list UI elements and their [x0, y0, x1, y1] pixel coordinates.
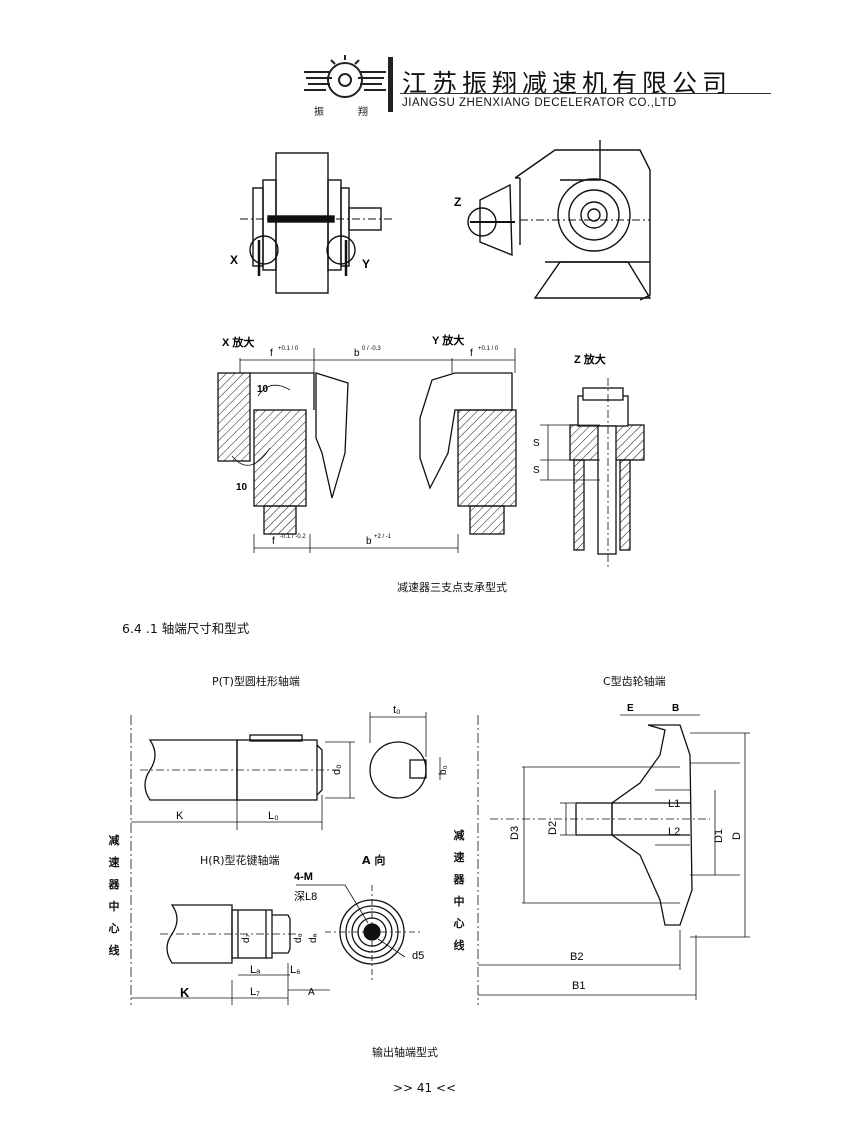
dim-l1: L1	[668, 798, 680, 810]
dim-b: B	[672, 703, 679, 714]
angle-label-bottom: 10	[236, 482, 248, 493]
dim-d1: D1	[713, 829, 725, 843]
dim-l0: L₀	[268, 810, 279, 822]
header-divider	[388, 57, 393, 112]
dim-f-top2-tol: +0.1 / 0	[478, 346, 499, 352]
label-z: Z	[454, 195, 461, 209]
header-rule	[400, 93, 771, 94]
angle-label-top: 10	[257, 384, 269, 395]
dim-l6: L₆	[290, 964, 301, 976]
label-y: Y	[362, 257, 370, 271]
reducer-overview-drawing: X Y Z	[230, 140, 652, 301]
c-shaft-title: C型齿轮轴端	[603, 675, 666, 688]
support-detail-drawing: X 放大 Y 放大 Z 放大 10 10 f +0.1 / 0 b 0 / -0…	[217, 333, 645, 568]
dim-b-top: b	[354, 348, 360, 359]
dim-f-top: f	[270, 348, 273, 359]
dim-t0: t₀	[393, 704, 401, 716]
dim-k-pt: K	[176, 810, 184, 822]
pt-shaft-title: P(T)型圆柱形轴端	[212, 675, 300, 688]
x-zoom-label: X 放大	[222, 335, 254, 349]
dim-a: A	[308, 987, 315, 998]
dim-b2: B2	[570, 951, 583, 963]
dim-d3: D3	[509, 826, 521, 840]
company-name-cn: 江苏振翔减速机有限公司	[402, 69, 733, 98]
reducer-centerline-label-left: 减速器中心线	[108, 834, 120, 957]
hr-shaft-title: H(R)型花键轴端	[200, 854, 280, 867]
dim-f-top2: f	[470, 348, 473, 359]
dim-d6: d₆	[293, 933, 304, 943]
dim-la: Lₐ	[250, 964, 261, 976]
dim-s-bottom: S	[533, 465, 540, 476]
company-name-en: JIANGSU ZHENXIANG DECELERATOR CO.,LTD	[402, 97, 677, 109]
dim-l7: L₇	[250, 986, 260, 998]
shaft-end-drawing: K L₀ d₀ t₀ b₀ 4-M 深L8 d5 d₇ d₆ dₐ Lₐ L₆ …	[130, 703, 750, 1005]
logo-char-1: 振	[314, 107, 324, 118]
dim-d2: D2	[547, 821, 559, 835]
figure2-caption: 输出轴端型式	[372, 1046, 438, 1059]
reducer-centerline-label-right: 减速器中心线	[453, 829, 465, 952]
dim-da: dₐ	[308, 933, 319, 943]
dim-b-bottom-tol: +2 / -1	[374, 534, 392, 540]
dim-4-m: 4-M	[294, 871, 313, 883]
figure1-caption: 减速器三支点支承型式	[397, 581, 507, 594]
dim-d5: d5	[412, 950, 424, 962]
dim-f-bottom-tol: -0.1 / -0.2	[280, 534, 306, 540]
dim-s-top: S	[533, 438, 540, 449]
a-view-title: A 向	[362, 854, 386, 867]
y-zoom-label: Y 放大	[432, 333, 464, 347]
dim-deep-l8: 深L8	[294, 890, 317, 903]
dim-b-top-tol: 0 / -0.3	[362, 346, 381, 352]
dim-d0: d₀	[331, 764, 343, 775]
dim-d7: d₇	[241, 933, 252, 943]
section-title: 6.4 .1 轴端尺寸和型式	[122, 621, 250, 636]
dim-k-hr: K	[180, 985, 190, 1000]
z-zoom-label: Z 放大	[574, 352, 606, 366]
company-logo	[304, 55, 386, 98]
logo-char-2: 翔	[358, 107, 368, 118]
dim-b-bottom: b	[366, 536, 372, 547]
dim-f-bottom: f	[272, 536, 275, 547]
label-x: X	[230, 253, 238, 267]
dim-f-top-tol: +0.1 / 0	[278, 346, 299, 352]
dim-d: D	[731, 832, 743, 840]
dim-l2: L2	[668, 826, 680, 838]
dim-b0: b₀	[438, 765, 449, 775]
page-number: >> 41 <<	[393, 1081, 457, 1095]
dim-e: E	[627, 703, 634, 714]
dim-b1: B1	[572, 980, 585, 992]
